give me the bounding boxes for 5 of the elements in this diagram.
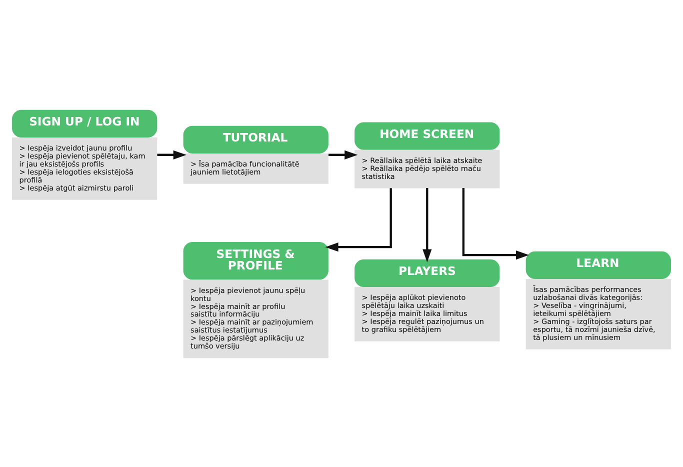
arrow bbox=[325, 188, 392, 252]
arrow bbox=[462, 187, 530, 260]
arrow bbox=[328, 150, 358, 159]
arrow bbox=[157, 150, 186, 159]
arrow bbox=[422, 188, 432, 262]
